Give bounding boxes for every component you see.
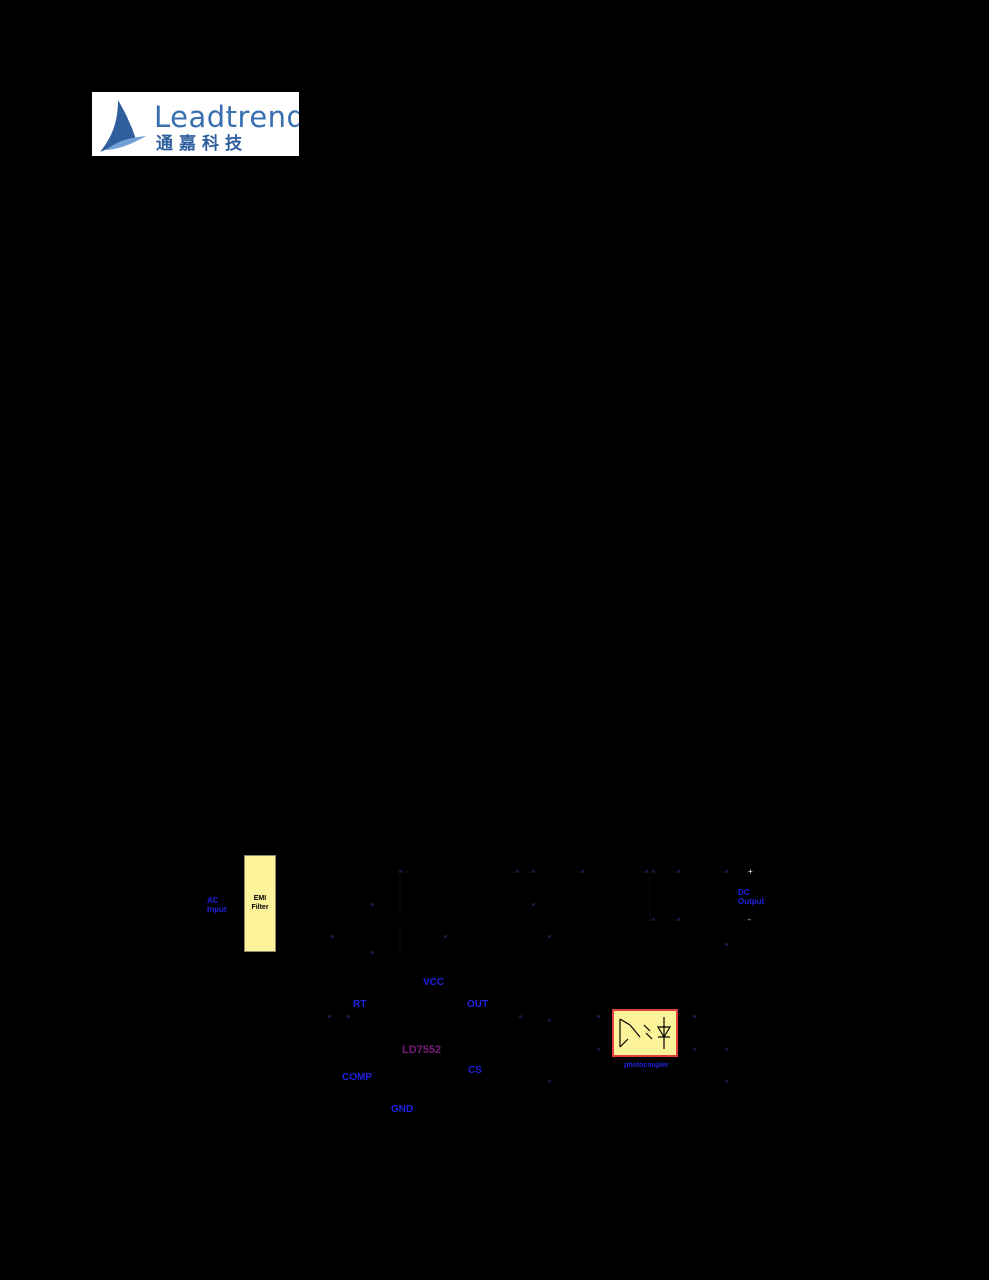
node-dot (548, 1019, 551, 1022)
node-dot (347, 1015, 350, 1018)
node-dot (725, 943, 728, 946)
node-dot (399, 870, 402, 873)
optocoupler-symbol-icon (619, 1017, 672, 1049)
ic-part-label: LD7552 (402, 1044, 442, 1056)
optocoupler-label: photocoupler (624, 1062, 669, 1069)
node-dot (548, 935, 551, 938)
node-dot (725, 1080, 728, 1083)
node-dot (597, 1015, 600, 1018)
logo-text-en: Leadtrend (154, 100, 299, 134)
dc-output-label: DC Output (738, 888, 765, 906)
node-dot (652, 870, 655, 873)
node-dot (519, 1015, 522, 1018)
emi-filter-block: EMI Filter (244, 855, 276, 952)
logo-text-cn: 通嘉科技 (156, 134, 248, 154)
node-dot (652, 918, 655, 921)
node-dot (371, 951, 374, 954)
node-dot (444, 935, 447, 938)
pin-rt-label: RT (353, 999, 367, 1010)
node-dot (597, 1048, 600, 1051)
node-dot (581, 870, 584, 873)
node-dot (328, 1015, 331, 1018)
sail-logo-icon (100, 100, 146, 152)
pin-comp-label: COMP (342, 1072, 372, 1083)
node-dot (693, 1015, 696, 1018)
node-dot (548, 1080, 551, 1083)
emi-filter-label: EMI Filter (251, 895, 269, 911)
ac-input-label: AC Input (207, 896, 227, 914)
node-dot (516, 870, 519, 873)
node-dot (645, 870, 648, 873)
node-dot (532, 903, 535, 906)
pin-cs-label: CS (468, 1065, 482, 1076)
company-logo: Leadtrend 通嘉科技 (92, 92, 299, 156)
node-dot (371, 903, 374, 906)
node-dot (725, 870, 728, 873)
pin-vcc-label: VCC (423, 977, 445, 988)
pin-out-label: OUT (467, 999, 489, 1010)
optocoupler-block (612, 1009, 678, 1057)
pin-gnd-label: GND (391, 1104, 414, 1115)
output-minus-terminal: - (748, 915, 751, 924)
node-dot (677, 870, 680, 873)
node-dot (331, 935, 334, 938)
node-dot (532, 870, 535, 873)
node-dot (677, 918, 680, 921)
node-dot (725, 1048, 728, 1051)
node-dot (693, 1048, 696, 1051)
output-plus-terminal: + (748, 867, 753, 876)
